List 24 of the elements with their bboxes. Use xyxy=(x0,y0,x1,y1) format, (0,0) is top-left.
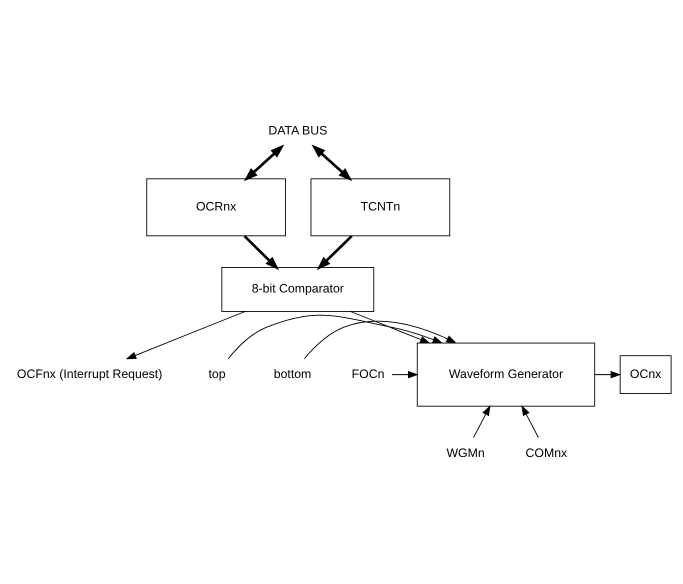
node-text: WGMn xyxy=(446,445,485,460)
node-box: Waveform Generator xyxy=(416,342,596,406)
arrow xyxy=(594,370,622,378)
node-text: OCFnx (Interrupt Request) xyxy=(16,366,162,380)
node-text: FOCn xyxy=(352,366,384,380)
arrow xyxy=(244,234,280,270)
node-box: TCNTn xyxy=(310,178,450,236)
node-text: bottom xyxy=(274,366,312,380)
node-box: OCRnx xyxy=(146,178,286,236)
arrow xyxy=(350,310,430,343)
arrow xyxy=(473,404,490,438)
node-text: top xyxy=(208,366,226,380)
arrow xyxy=(316,234,353,270)
arrow xyxy=(392,370,419,378)
arrow xyxy=(126,310,246,359)
arrow xyxy=(244,144,284,181)
node-box: OCnx xyxy=(620,354,672,394)
arrow xyxy=(521,404,539,438)
node-text: COMnx xyxy=(526,445,568,460)
arrow xyxy=(312,144,352,181)
node-box: 8-bit Comparator xyxy=(221,266,374,312)
arrow xyxy=(304,320,457,359)
node-text: DATA BUS xyxy=(268,123,328,138)
arrow xyxy=(228,314,444,359)
